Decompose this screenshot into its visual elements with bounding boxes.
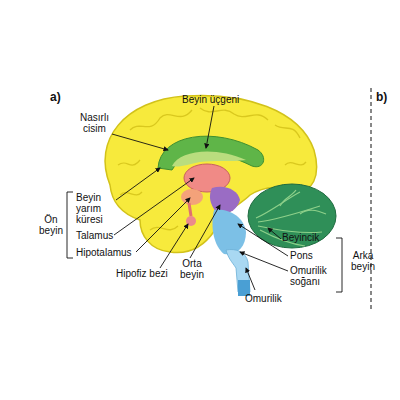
- part-label: Omurilik: [245, 293, 282, 304]
- midbrain: [210, 187, 240, 214]
- part-label: Pons: [290, 250, 313, 261]
- pituitary-stalk: [189, 203, 191, 216]
- part-label: a): [50, 90, 61, 104]
- hypothalamus: [181, 189, 203, 205]
- part-label: b): [376, 90, 387, 104]
- divider-line: [371, 88, 372, 312]
- part-label: Beyincik: [282, 232, 319, 243]
- bracket: [67, 192, 73, 258]
- part-label: Omurilik soğanı: [290, 265, 340, 287]
- part-label: Nasırlı cisim: [72, 112, 117, 134]
- arbor-vitae: [256, 190, 326, 246]
- part-label: Hipofiz bezi: [116, 268, 168, 279]
- part-label: Hipotalamus: [76, 247, 132, 258]
- part-label: Beyin üçgeni: [182, 94, 239, 105]
- part-label: Orta beyin: [174, 258, 210, 280]
- bracket: [336, 238, 342, 292]
- part-label: Arka beyin: [346, 250, 380, 272]
- part-label: Ön beyin: [36, 214, 66, 236]
- part-label: Beyin yarım küresi: [76, 192, 116, 225]
- part-label: Talamus: [76, 230, 113, 241]
- pons: [212, 210, 246, 255]
- leader-lines: [112, 106, 288, 290]
